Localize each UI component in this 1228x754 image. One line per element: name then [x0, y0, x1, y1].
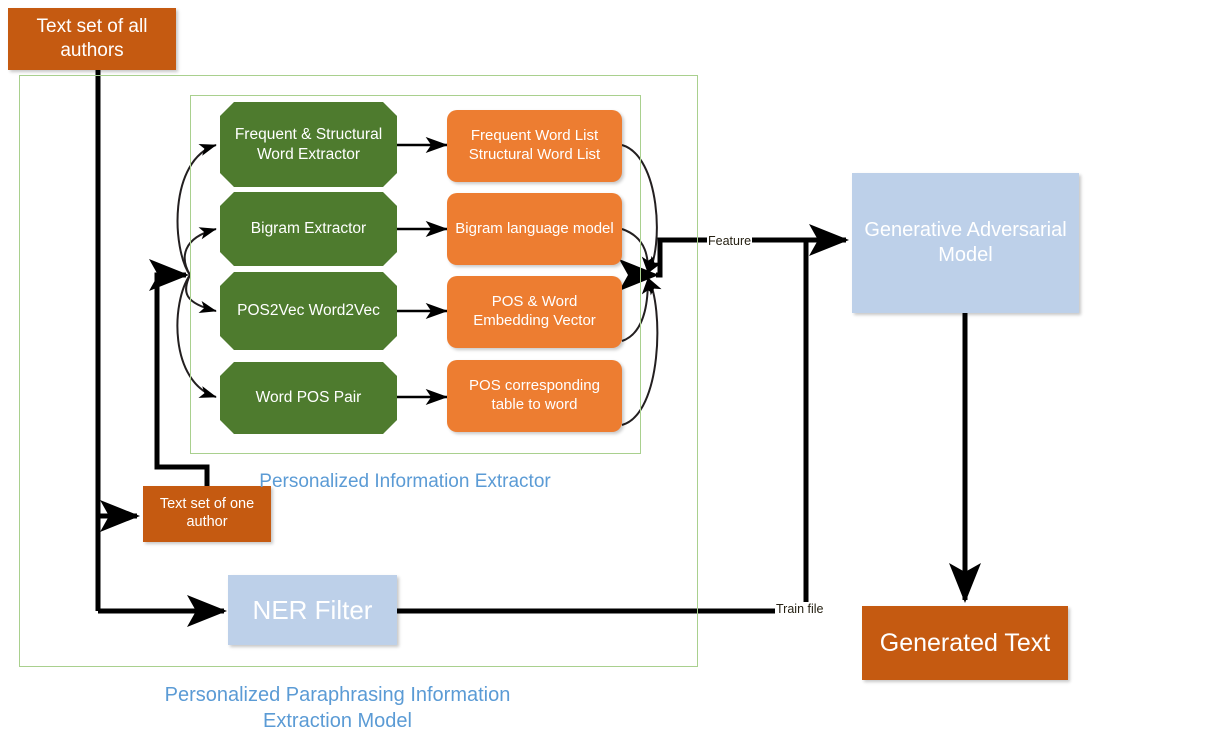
- node-text-set-one-author[interactable]: Text set of one author: [143, 486, 271, 542]
- node-label: Generative Adversarial Model: [864, 219, 1067, 266]
- caption-text: Personalized Paraphrasing Information Ex…: [164, 684, 511, 732]
- node-pos2vec-word2vec[interactable]: POS2Vec Word2Vec: [220, 272, 397, 350]
- node-label: POS & Word Embedding Vector: [473, 293, 596, 329]
- node-label: Bigram Extractor: [250, 220, 367, 238]
- node-label: Word POS Pair: [255, 389, 362, 407]
- node-label: POS2Vec Word2Vec: [237, 302, 380, 320]
- node-label: POS corresponding table to word: [469, 377, 600, 413]
- node-pos-word-embedding-vector[interactable]: POS & Word Embedding Vector: [447, 276, 622, 348]
- node-label: Text set of all authors: [36, 16, 148, 61]
- node-ner-filter[interactable]: NER Filter: [228, 575, 397, 645]
- node-label: Text set of one author: [159, 496, 255, 530]
- node-label: Frequent Word List Structural Word List: [468, 127, 601, 163]
- node-bigram-extractor[interactable]: Bigram Extractor: [220, 192, 397, 266]
- node-text-set-all-authors[interactable]: Text set of all authors: [8, 8, 176, 70]
- edge-label-train-file: Train file: [775, 602, 825, 617]
- node-label: Bigram language model: [455, 219, 614, 237]
- caption-personalized-paraphrasing-information-extraction-model: Personalized Paraphrasing Information Ex…: [145, 683, 530, 734]
- node-label: NER Filter: [252, 594, 373, 625]
- node-label: Generated Text: [879, 628, 1051, 657]
- node-label: Frequent & Structural Word Extractor: [234, 126, 383, 163]
- edge-label-text: Train file: [776, 602, 824, 616]
- node-generated-text[interactable]: Generated Text: [862, 606, 1068, 680]
- caption-personalized-information-extractor: Personalized Information Extractor: [255, 470, 555, 494]
- node-frequent-structural-word-list[interactable]: Frequent Word List Structural Word List: [447, 110, 622, 182]
- node-bigram-language-model[interactable]: Bigram language model: [447, 193, 622, 265]
- edge-label-text: Feature: [708, 234, 752, 248]
- node-word-pos-pair[interactable]: Word POS Pair: [220, 362, 397, 434]
- edge-label-feature: Feature: [707, 234, 753, 249]
- node-frequent-structural-word-extractor[interactable]: Frequent & Structural Word Extractor: [220, 102, 397, 187]
- node-generative-adversarial-model[interactable]: Generative Adversarial Model: [852, 173, 1079, 313]
- node-pos-corresponding-table-to-word[interactable]: POS corresponding table to word: [447, 360, 622, 432]
- caption-text: Personalized Information Extractor: [259, 471, 551, 492]
